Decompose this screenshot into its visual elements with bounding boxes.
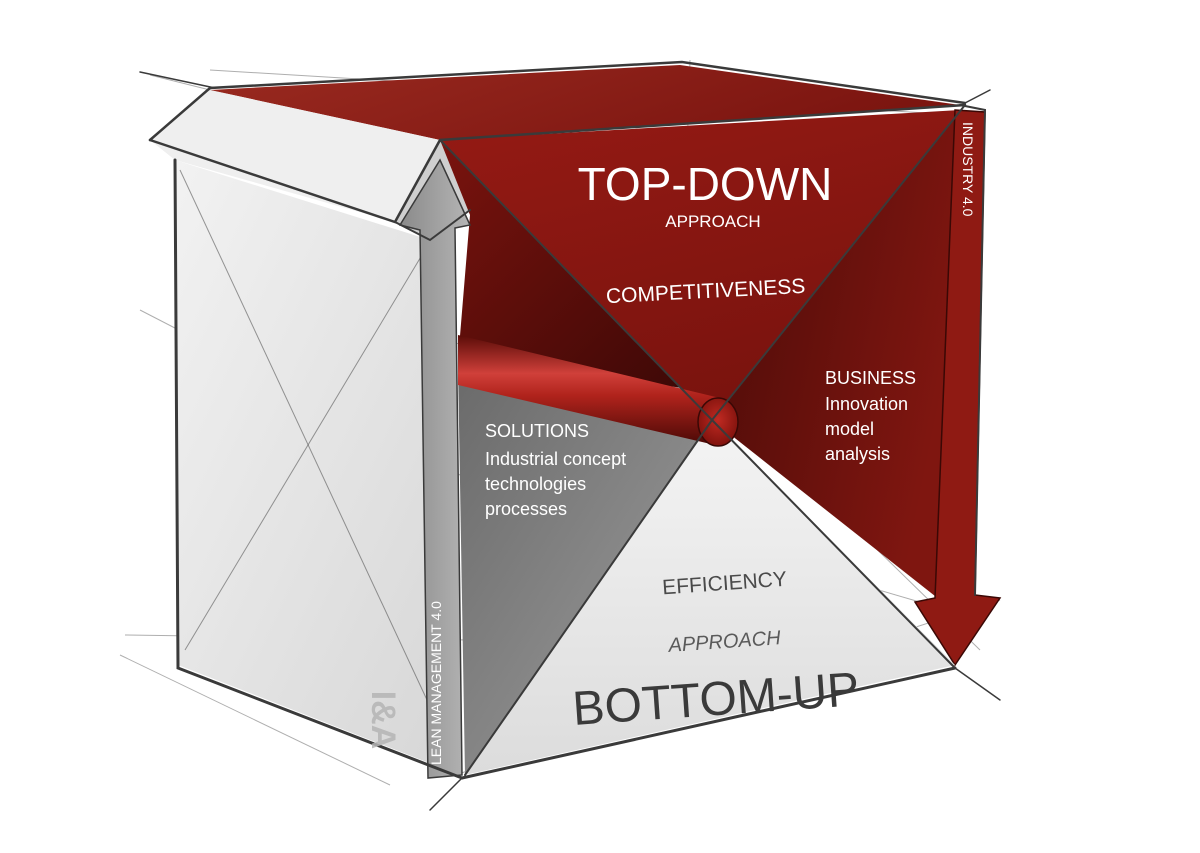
top-down-title: TOP-DOWN [578, 158, 833, 210]
top-down-triangle [440, 110, 960, 420]
left-face-cross [179, 169, 456, 761]
sketch-outlines [139, 60, 1001, 811]
left-flap [150, 90, 440, 222]
business-line-3: analysis [825, 444, 890, 464]
lean-arrow-label: LEAN MANAGEMENT 4.0 [428, 601, 444, 765]
lean-arrow [398, 158, 472, 779]
solutions-line-3: processes [485, 499, 567, 519]
left-face [175, 160, 460, 775]
business-line-2: model [825, 419, 874, 439]
solutions-face [458, 365, 712, 775]
top-down-subtitle: APPROACH [665, 212, 760, 231]
top-lid [210, 65, 960, 140]
logo-text: I&A [364, 691, 402, 750]
industry-arrow-label: INDUSTRY 4.0 [960, 122, 976, 217]
logo-mark: I&A [364, 691, 402, 750]
solutions-line-1: Industrial concept [485, 449, 626, 469]
business-line-1: Innovation [825, 394, 908, 414]
solutions-line-2: technologies [485, 474, 586, 494]
business-heading: BUSINESS [825, 368, 916, 388]
solutions-heading: SOLUTIONS [485, 421, 589, 441]
right-red-face [712, 110, 960, 600]
red-tube [458, 335, 739, 447]
bottom-up-triangle [465, 420, 955, 775]
